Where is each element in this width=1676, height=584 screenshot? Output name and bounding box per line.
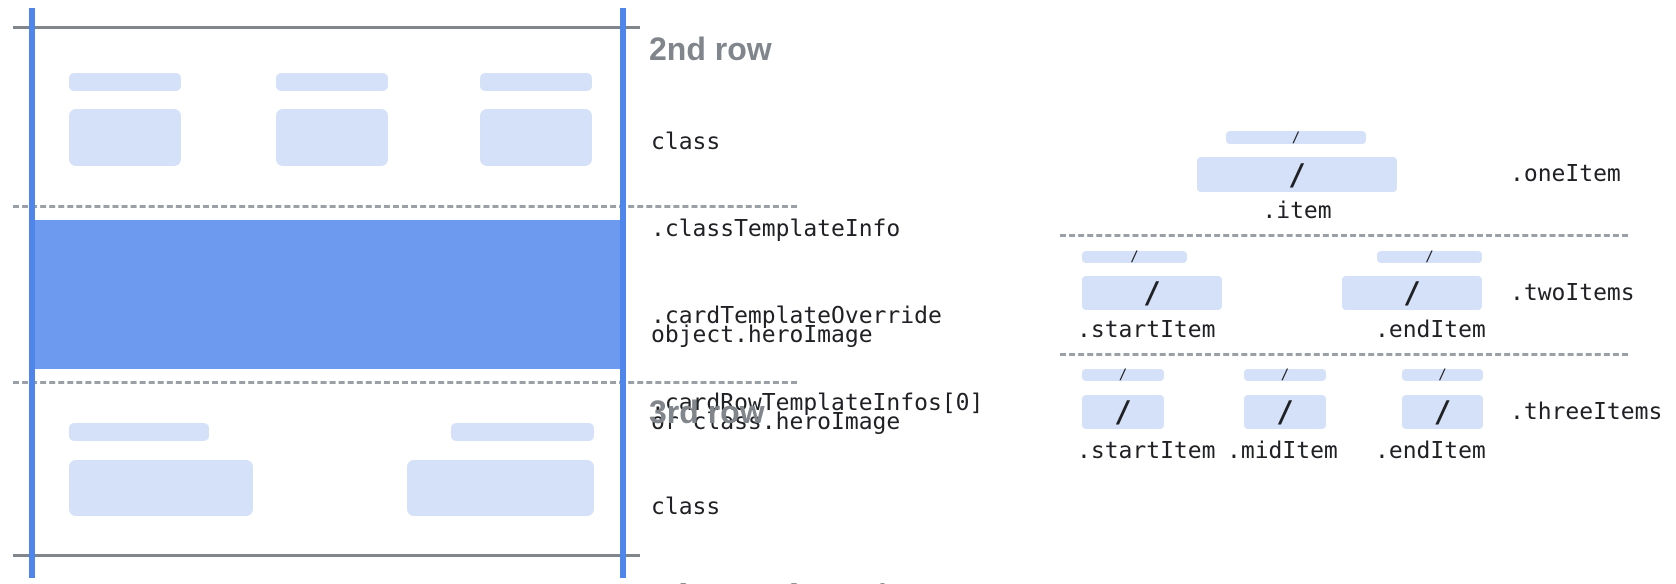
- slash-glyph: /: [1291, 129, 1301, 146]
- one-item-group-label: .oneItem: [1510, 161, 1621, 187]
- item-field-label: .startItem: [1077, 317, 1216, 343]
- slash-glyph: /: [1433, 395, 1452, 429]
- placeholder-label: [276, 73, 388, 91]
- two-items-group-label: .twoItems: [1510, 280, 1635, 306]
- item-field-label: .endItem: [1375, 438, 1486, 464]
- item-label-bar: /: [1226, 129, 1366, 146]
- card-left-guide-line: [29, 8, 35, 578]
- item-value-bar: /: [1197, 157, 1397, 192]
- hero-image-band: [29, 220, 626, 369]
- item-label-bar: /: [1082, 367, 1164, 383]
- slash-glyph: /: [1425, 249, 1434, 265]
- second-row-heading: 2nd row: [649, 31, 772, 67]
- code-line: class: [651, 129, 721, 155]
- second-row-code-path: class .classTemplateInfo .cardTemplateOv…: [651, 70, 983, 476]
- third-row-heading: 3rd row: [649, 394, 765, 430]
- row-divider-line-1: [13, 205, 797, 208]
- item-field-label: .endItem: [1375, 317, 1486, 343]
- placeholder-value: [480, 109, 592, 166]
- item-group-divider-1: [1060, 234, 1628, 237]
- placeholder-label: [451, 423, 594, 441]
- row-divider-line-2: [13, 381, 797, 384]
- item-value-bar: /: [1342, 276, 1482, 310]
- three-items-group-label: .threeItems: [1510, 399, 1663, 425]
- item-field-label: .startItem: [1077, 438, 1216, 464]
- code-line: .cardRowTemplateInfos[0]: [651, 390, 984, 416]
- item-field-label: .midItem: [1227, 438, 1338, 464]
- third-row-code-path: class .classTemplateInfo .cardTemplateOv…: [651, 435, 983, 584]
- slash-glyph: /: [1288, 157, 1306, 192]
- item-value-bar: /: [1082, 395, 1164, 429]
- slash-glyph: /: [1280, 367, 1290, 383]
- code-line: .cardTemplateOverride: [651, 303, 942, 329]
- item-field-label: .item: [1262, 198, 1332, 224]
- slash-glyph: /: [1130, 249, 1139, 265]
- card-right-guide-line: [620, 8, 626, 578]
- code-line: class: [651, 494, 721, 520]
- code-line: object.heroImage: [651, 322, 873, 348]
- slash-glyph: /: [1403, 276, 1421, 310]
- row-boundary-top-line: [13, 26, 640, 29]
- slash-glyph: /: [1438, 367, 1447, 383]
- item-group-divider-2: [1060, 353, 1628, 356]
- item-value-bar: /: [1244, 395, 1326, 429]
- placeholder-label: [69, 73, 181, 91]
- item-label-bar: /: [1402, 367, 1483, 383]
- placeholder-value: [69, 460, 253, 516]
- row-boundary-bottom-line: [13, 554, 640, 557]
- code-line: .classTemplateInfo: [651, 580, 983, 584]
- item-label-bar: /: [1377, 249, 1482, 265]
- slash-glyph: /: [1114, 395, 1132, 429]
- hero-image-code-path: object.heroImage or class.heroImage: [651, 263, 900, 495]
- placeholder-label: [69, 423, 209, 441]
- item-label-bar: /: [1082, 249, 1187, 265]
- slash-glyph: /: [1118, 367, 1128, 383]
- placeholder-value: [407, 460, 594, 516]
- code-line: .classTemplateInfo: [651, 216, 901, 242]
- placeholder-value: [69, 109, 181, 166]
- item-label-bar: /: [1244, 367, 1326, 383]
- slash-glyph: /: [1143, 276, 1161, 310]
- item-value-bar: /: [1402, 395, 1483, 429]
- slash-glyph: /: [1276, 395, 1294, 429]
- placeholder-label: [480, 73, 592, 91]
- placeholder-value: [276, 109, 388, 166]
- item-value-bar: /: [1082, 276, 1222, 310]
- code-line: or class.heroImage: [651, 409, 901, 435]
